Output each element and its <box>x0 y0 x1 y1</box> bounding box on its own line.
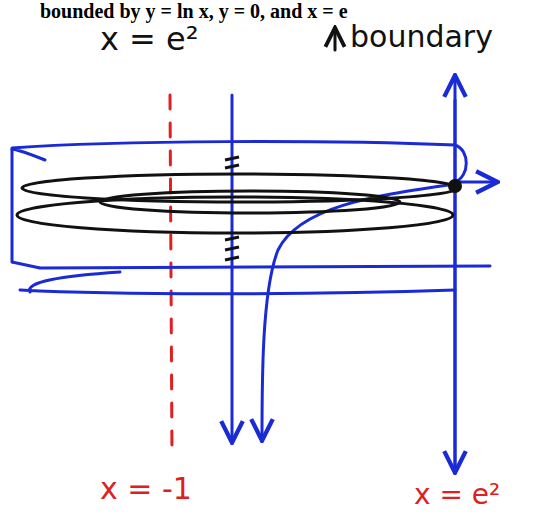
rotation-axis <box>170 95 172 458</box>
revolved-outline <box>12 262 40 268</box>
boundary-line <box>454 100 457 470</box>
axis-label-holder: x = -1 <box>100 472 192 505</box>
boundary-label: x = e² <box>414 480 500 511</box>
washer-ellipse <box>100 191 400 213</box>
revolved-outline <box>12 142 495 262</box>
tick-marks <box>225 157 239 260</box>
handwritten-note: x = e² <box>100 22 199 57</box>
handwritten-note: boundary <box>350 20 493 53</box>
revolved-outline <box>20 272 455 294</box>
washer-ellipse <box>17 197 453 233</box>
y-axis <box>231 95 234 440</box>
handwritten-note-holder: boundary <box>350 20 493 53</box>
problem-statement: bounded by y = ln x, y = 0, and x = e <box>40 0 348 22</box>
handwritten-note-holder: x = e² <box>100 22 199 57</box>
ln-curve <box>262 184 455 438</box>
boundary-point <box>448 179 462 193</box>
pointer-arrow <box>334 30 337 50</box>
boundary-line <box>454 78 457 470</box>
boundary-label-holder: x = e² <box>414 480 500 511</box>
x-axis <box>40 266 490 268</box>
axis-label: x = -1 <box>100 472 192 505</box>
problem-statement-holder: bounded by y = ln x, y = 0, and x = e <box>40 0 348 22</box>
